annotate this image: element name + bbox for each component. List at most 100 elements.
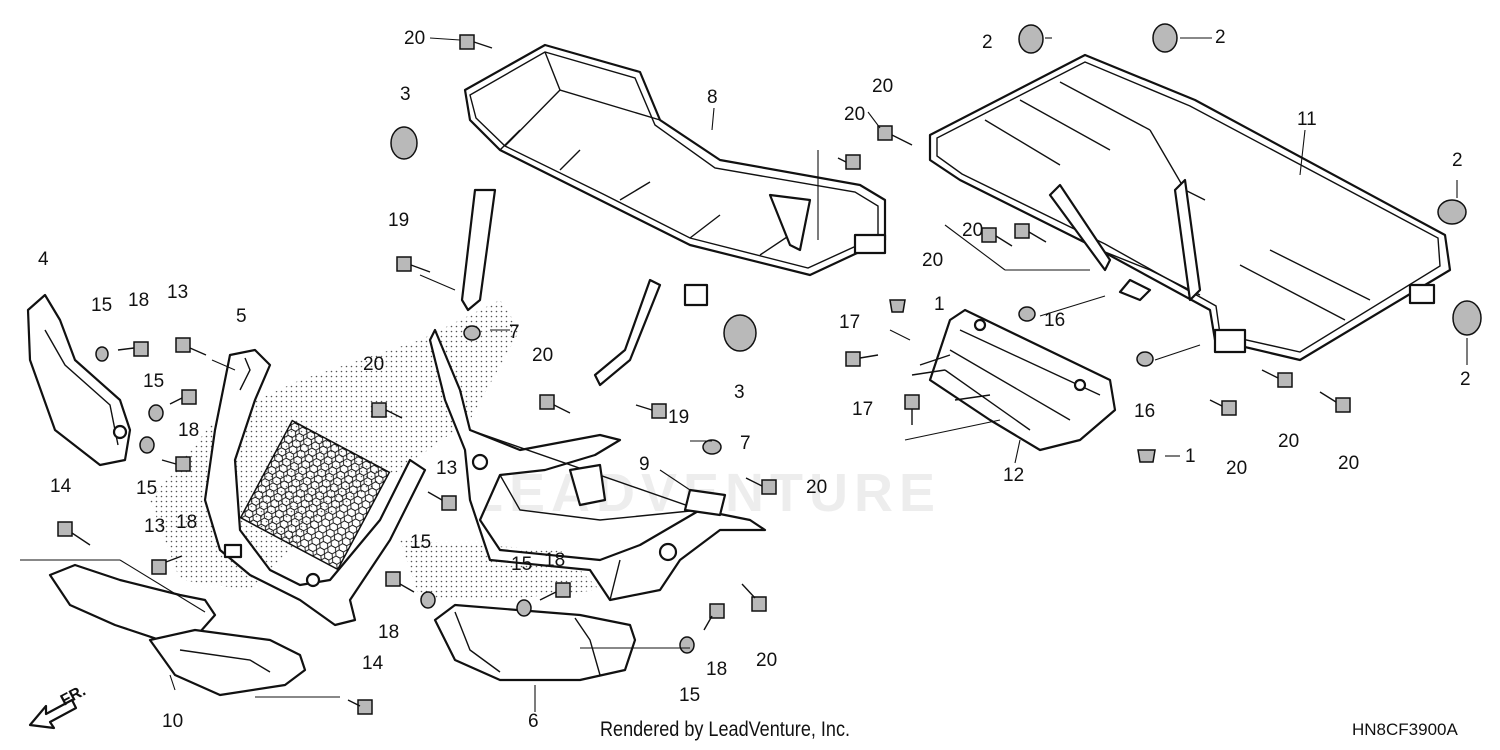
callout-8: 8 (707, 87, 718, 108)
bolt-20-i-icon (1261, 369, 1293, 388)
callout-14: 14 (362, 653, 384, 674)
credit-text: Rendered by LeadVenture, Inc. (600, 718, 851, 741)
rear-carrier-part-11[interactable] (928, 53, 1452, 362)
clip-1-b-icon (1137, 449, 1156, 463)
bolts (57, 34, 1351, 715)
callout-15: 15 (136, 478, 157, 499)
bolt-20-g-icon (1014, 223, 1047, 243)
callout-15: 15 (410, 532, 431, 553)
callout-20: 20 (1338, 453, 1359, 474)
bracket-part-9[interactable] (428, 328, 767, 602)
bolt-13-b-icon (151, 555, 183, 575)
grommet-2-c-icon (1437, 199, 1467, 225)
grommet-2-b-icon (1152, 23, 1178, 53)
callout-15: 15 (143, 371, 164, 392)
washer-15-f-icon (679, 636, 695, 654)
bolt-20-e-icon (745, 477, 777, 495)
diagram-code: HN8CF3900A (1352, 720, 1458, 739)
bolt-17-a-icon (845, 351, 879, 367)
clip-1-a-icon (889, 299, 906, 313)
bolt-20-a-icon (877, 125, 913, 146)
clip-7-a-icon (463, 325, 481, 341)
callout-20: 20 (962, 220, 983, 241)
callouts: 20 3 8 19 20 20 2 2 11 2 2 4 15 18 13 5 … (38, 27, 1471, 732)
callout-5: 5 (236, 306, 247, 327)
callout-15: 15 (511, 554, 532, 575)
washer-15-e-icon (516, 599, 532, 617)
callout-15: 15 (91, 295, 112, 316)
callout-13: 13 (167, 282, 188, 303)
callout-6: 6 (528, 711, 539, 732)
bolt-18-c-icon (161, 456, 191, 472)
washer-15-c-icon (139, 436, 155, 454)
washer-15-b-icon (148, 404, 164, 422)
callout-4: 4 (38, 249, 49, 270)
callout-2: 2 (1452, 150, 1463, 171)
callout-7: 7 (509, 322, 520, 343)
bolt-18-a-icon (117, 341, 149, 357)
bolt-14-a-icon (57, 521, 91, 546)
callout-20: 20 (363, 354, 384, 375)
front-panel-part-5[interactable] (203, 348, 427, 627)
bolt-20-b-icon (837, 154, 861, 170)
bolt-19-a-icon (396, 256, 431, 273)
callout-1: 1 (1185, 446, 1196, 467)
front-direction-arrow: FR. (28, 682, 89, 730)
skid-plate-part-12[interactable] (911, 308, 1117, 452)
callout-10: 10 (162, 711, 183, 732)
callout-16: 16 (1134, 401, 1155, 422)
callout-2: 2 (1215, 27, 1226, 48)
bolt-18-d-icon (385, 571, 415, 593)
bolt-13-a-icon (175, 337, 207, 356)
grommet-2-d-icon (1452, 300, 1482, 336)
callout-20: 20 (872, 76, 893, 97)
grommet-3-b-icon (723, 314, 757, 352)
callout-13: 13 (144, 516, 165, 537)
callout-18: 18 (706, 659, 727, 680)
grommets (95, 23, 1482, 654)
callout-18: 18 (378, 622, 399, 643)
lower-guard-part-10[interactable] (48, 563, 307, 697)
callout-18: 18 (178, 420, 199, 441)
callout-20: 20 (1226, 458, 1247, 479)
bolt-17-b-icon (904, 394, 920, 425)
grommet-2-a-icon (1018, 24, 1044, 54)
bolt-14-b-icon (347, 699, 373, 715)
nut-16-a-icon (1018, 306, 1036, 322)
bolt-18-b-icon (169, 389, 197, 405)
callout-20: 20 (806, 477, 827, 498)
bolt-20-c-icon (371, 402, 403, 419)
bolt-20-f-icon (741, 583, 767, 612)
callout-17: 17 (839, 312, 860, 333)
callout-16: 16 (1044, 310, 1065, 331)
bolt-20-h-icon (981, 227, 1013, 247)
front-carrier-part-8[interactable] (460, 43, 887, 387)
bolt-18-f-icon (703, 603, 725, 631)
callout-9: 9 (639, 454, 650, 475)
callout-19: 19 (668, 407, 689, 428)
callout-20: 20 (532, 345, 553, 366)
callout-18: 18 (176, 512, 197, 533)
callout-17: 17 (852, 399, 873, 420)
lower-guard-part-6[interactable] (433, 603, 637, 682)
callout-7: 7 (740, 433, 751, 454)
bolt-20-k-icon (1209, 399, 1237, 416)
bolt-18-e-icon (539, 582, 571, 601)
callout-12: 12 (1003, 465, 1024, 486)
callout-20: 20 (1278, 431, 1299, 452)
callout-20: 20 (844, 104, 865, 125)
bolt-20-top-icon (459, 34, 493, 50)
callout-1: 1 (934, 294, 945, 315)
callout-13: 13 (436, 458, 457, 479)
callout-14: 14 (50, 476, 72, 497)
callout-2: 2 (1460, 369, 1471, 390)
side-guard-part-4[interactable] (26, 293, 132, 467)
callout-18: 18 (128, 290, 149, 311)
callout-11: 11 (1297, 109, 1317, 130)
callout-3: 3 (400, 84, 411, 105)
callout-19: 19 (388, 210, 409, 231)
bolt-13-c-icon (427, 491, 457, 511)
bolt-20-d-icon (539, 394, 571, 414)
callout-3: 3 (734, 382, 745, 403)
